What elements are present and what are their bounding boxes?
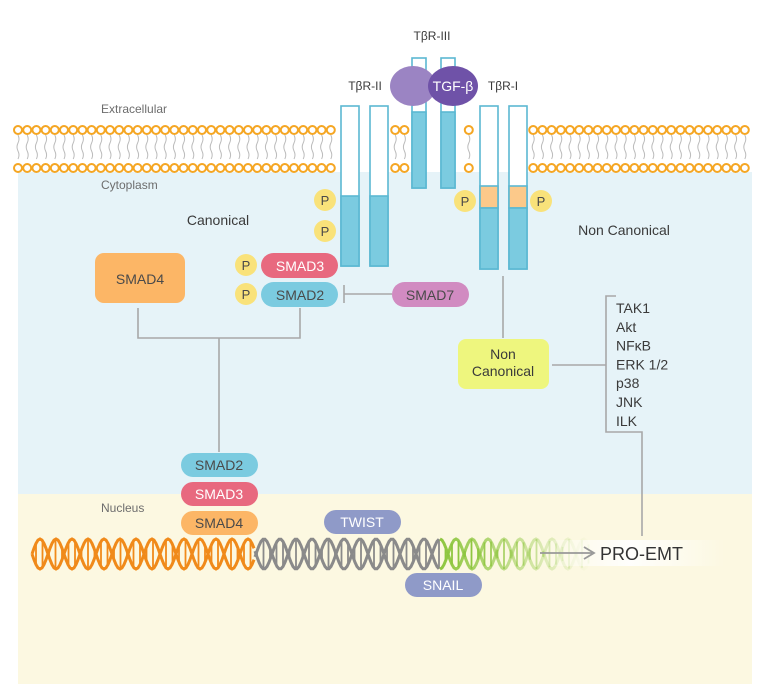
tgf-beta-ligand: TGF-β [428, 66, 478, 106]
pathway-item: JNK [616, 394, 643, 410]
non-canonical-box: Non Canonical [458, 339, 549, 389]
tgf-beta-label: TGF-β [433, 78, 474, 94]
tbr1-phospho-right: P [530, 190, 552, 212]
smad3-phospho: P [235, 254, 257, 276]
tbr1-phospho-left: P [454, 190, 476, 212]
svg-text:SMAD3: SMAD3 [195, 486, 243, 502]
tbr3-label: TβR-III [414, 29, 451, 43]
svg-text:SMAD4: SMAD4 [195, 515, 243, 531]
pathway-item: Akt [616, 319, 636, 335]
tbr1-receptor [479, 105, 528, 270]
connector-lines [137, 276, 643, 536]
svg-text:P: P [537, 194, 546, 209]
svg-text:SMAD3: SMAD3 [276, 258, 324, 274]
pathway-item: NFκB [616, 338, 651, 354]
svg-text:SMAD2: SMAD2 [195, 457, 243, 473]
smad3-cytoplasm: SMAD3 [261, 253, 338, 278]
non-canonical-label: Non Canonical [578, 222, 670, 238]
tbr1-label: TβR-I [488, 79, 518, 93]
cytoplasm-label: Cytoplasm [101, 178, 158, 192]
tbr2-label: TβR-II [348, 79, 382, 93]
pro-emt-arrow [535, 540, 725, 566]
svg-text:P: P [461, 194, 470, 209]
nucleus-label: Nucleus [101, 501, 144, 515]
svg-text:SMAD2: SMAD2 [276, 287, 324, 303]
smad2-cytoplasm: SMAD2 [261, 282, 338, 307]
nuclear-smad2: SMAD2 [181, 453, 258, 477]
pathway-item: TAK1 [616, 300, 650, 316]
svg-text:P: P [242, 287, 251, 302]
pathway-item: ERK 1/2 [616, 356, 668, 372]
svg-text:SMAD4: SMAD4 [116, 271, 164, 287]
tbr2-receptor [340, 105, 389, 267]
nuclear-smad3: SMAD3 [181, 482, 258, 506]
svg-text:P: P [321, 193, 330, 208]
snail-factor: SNAIL [405, 573, 482, 597]
smad2-phospho: P [235, 283, 257, 305]
pathway-item: ILK [616, 413, 638, 429]
svg-text:SNAIL: SNAIL [423, 577, 464, 593]
svg-text:Canonical: Canonical [472, 363, 534, 379]
svg-text:P: P [242, 258, 251, 273]
smad7: SMAD7 [392, 282, 469, 307]
pro-emt-label: PRO-EMT [600, 544, 683, 564]
tbr3-extracellular-domain [390, 66, 436, 106]
tbr2-phospho-1: P [314, 189, 336, 211]
svg-text:P: P [321, 224, 330, 239]
svg-text:Non: Non [490, 346, 516, 362]
twist-factor: TWIST [324, 510, 401, 534]
cell-membrane [13, 125, 750, 173]
tbr2-phospho-2: P [314, 220, 336, 242]
svg-text:SMAD7: SMAD7 [406, 287, 454, 303]
smad4-large: SMAD4 [95, 253, 185, 303]
nuclear-smad4: SMAD4 [181, 511, 258, 535]
svg-text:TWIST: TWIST [340, 514, 384, 530]
canonical-label: Canonical [187, 212, 249, 228]
pathway-item: p38 [616, 375, 640, 391]
extracellular-label: Extracellular [101, 102, 167, 116]
